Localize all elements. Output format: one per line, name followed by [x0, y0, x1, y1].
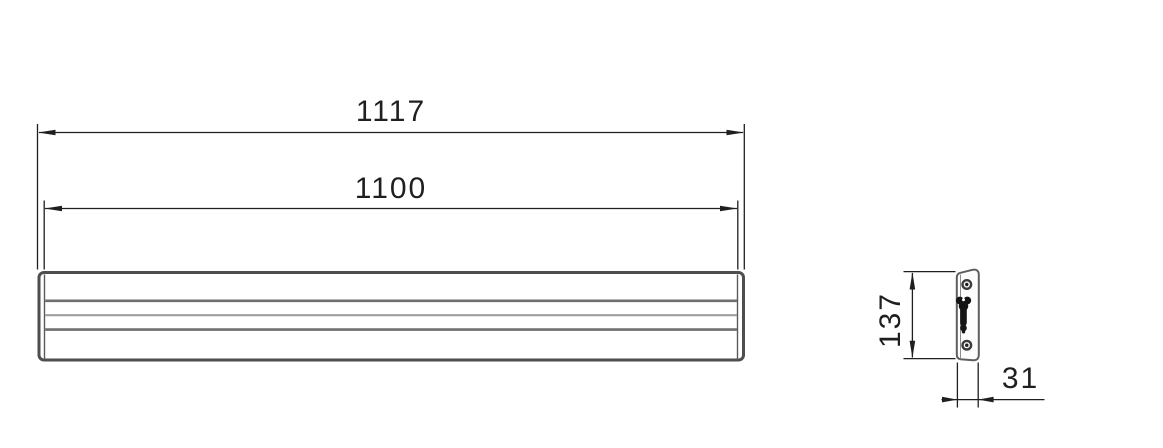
dimension-height: 137 [874, 270, 956, 360]
arrowhead-left-inward [942, 396, 958, 403]
arrowhead-right [726, 129, 744, 136]
front-view [37, 271, 745, 362]
dimension-depth: 31 [941, 362, 1045, 408]
arrowhead-right-inward [978, 396, 994, 403]
dimension-overall-length: 1117 [36, 95, 745, 270]
dimension-label-depth: 31 [1002, 362, 1039, 395]
bracket-tail [961, 328, 966, 334]
arrowhead-top [909, 272, 916, 290]
bracket-pin-hole [962, 298, 965, 302]
arrowhead-left [44, 205, 62, 212]
screw-hole-bottom-center [965, 343, 969, 347]
dimension-label-height: 137 [874, 292, 907, 348]
screw-hole-top-center [965, 282, 969, 287]
mounting-bracket [955, 296, 972, 334]
arrowhead-right [720, 205, 738, 212]
endcap-body [955, 268, 980, 362]
side-view [955, 268, 980, 362]
arrowhead-left [38, 129, 56, 136]
dimension-label-overall-length: 1117 [356, 95, 426, 128]
dimension-label-inner-length: 1100 [355, 172, 428, 205]
bracket-stem [960, 304, 967, 326]
arrowhead-bottom [909, 340, 916, 358]
dimension-inner-length: 1100 [43, 172, 739, 270]
